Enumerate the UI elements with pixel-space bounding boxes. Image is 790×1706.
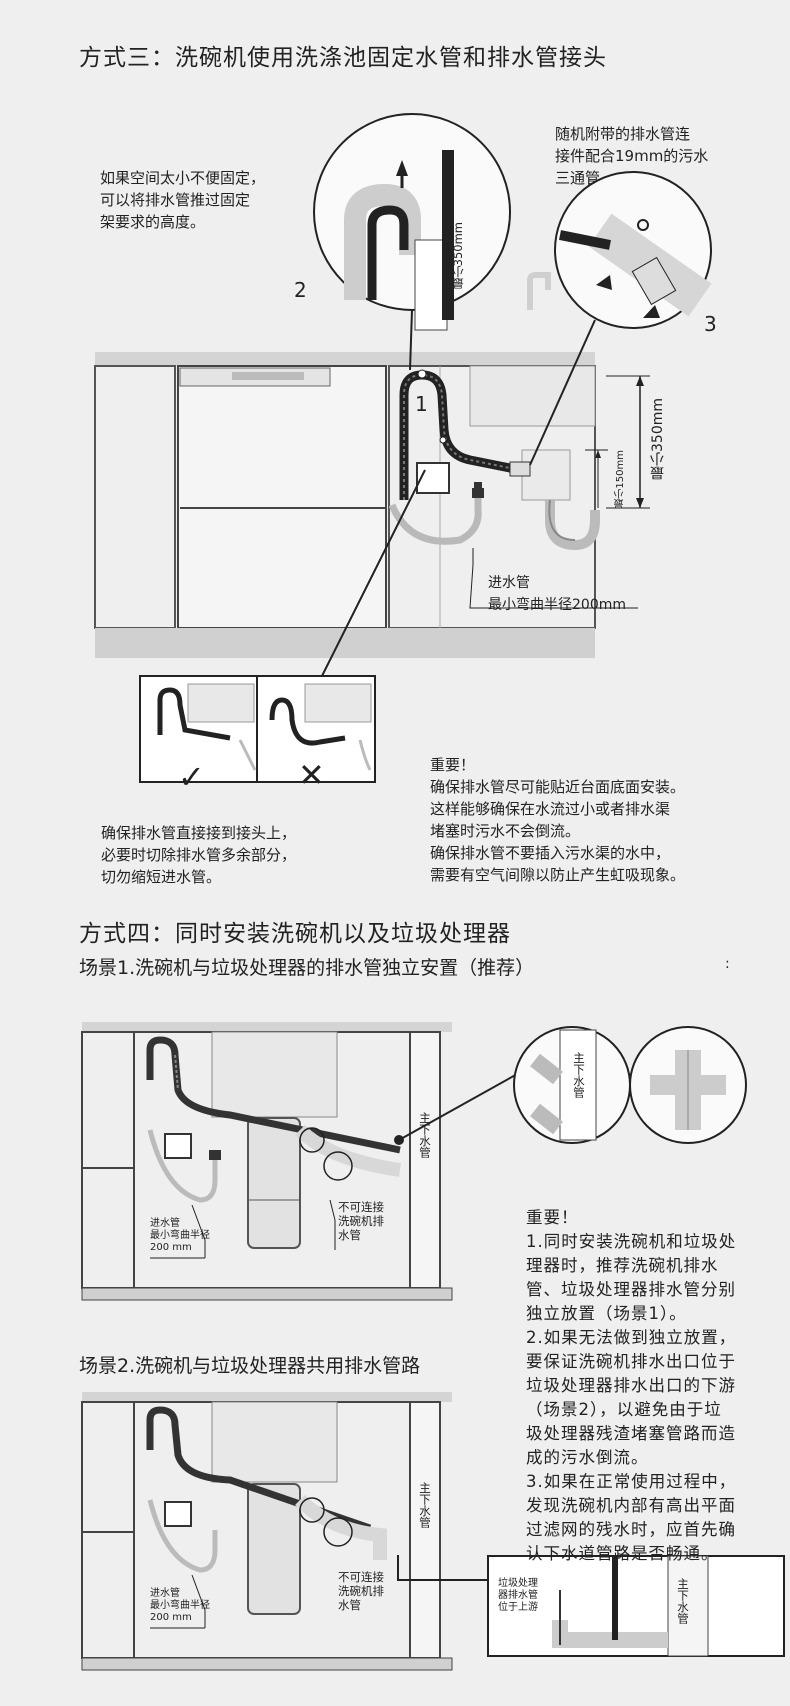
inlet-label-scene1: 进水管 最小弯曲半径 200 mm: [150, 1218, 210, 1253]
note-line: 接件配合19mm的污水: [555, 147, 709, 165]
dim-150: 最小150mm: [615, 450, 626, 509]
note-line: 架要求的高度。: [100, 213, 206, 231]
section3-title: 方式三：洗碗机使用洗涤池固定水管和排水管接头: [79, 45, 607, 71]
note-hose-direct: 确保排水管直接接到接头上， 必要时切除排水管多余部分， 切勿缩短进水管。: [101, 824, 297, 886]
main-drain-label-inset: 主下水管: [676, 1578, 690, 1624]
main-drain-label-scene1: 主下水管: [418, 1112, 432, 1158]
wall-box: [416, 462, 450, 494]
check-icon: ✓: [178, 758, 205, 796]
important-box-2: 重要！ 1.同时安装洗碗机和垃圾处 理器时，推荐洗碗机排水 管、垃圾处理器排水管…: [526, 1206, 778, 1566]
faucet: [527, 272, 551, 310]
inlet-hose: [388, 495, 482, 545]
not-connect-scene2: 不可连接 洗碗机排 水管: [338, 1570, 384, 1612]
scene2-diagram: [81, 1392, 488, 1671]
left-cabinet: [94, 365, 176, 629]
note-line: 如果空间太小不便固定，: [100, 169, 266, 187]
inset-upstream-label: 垃圾处理 器排水管 位于上游: [498, 1578, 538, 1613]
dishwasher-handle: [232, 372, 304, 380]
important-title: 重要！: [526, 1208, 579, 1227]
floor: [95, 628, 595, 658]
section4-title: 方式四：同时安装洗碗机以及垃圾处理器: [79, 921, 511, 947]
scene1-diagram: [81, 1022, 529, 1301]
callout-1: 1: [415, 392, 428, 416]
note-space-small: 如果空间太小不便固定， 可以将排水管推过固定 架要求的高度。: [100, 167, 265, 233]
main-drain-label-scene2: 主下水管: [418, 1482, 432, 1528]
note-line: 随机附带的排水管连: [555, 125, 691, 143]
inlet-hose-label: 进水管 最小弯曲半径200mm: [488, 575, 626, 613]
dim-350-circle: 最小350mm: [451, 222, 465, 290]
inlet-label-scene2: 进水管 最小弯曲半径 200 mm: [150, 1588, 210, 1623]
dim-350-side: 最小350mm: [650, 398, 666, 480]
main-drain-label-circle: 主下水管: [572, 1052, 586, 1098]
sink-installation-diagram: [94, 113, 712, 783]
cross-icon: ✕: [298, 756, 325, 794]
not-connect-scene1: 不可连接 洗碗机排 水管: [338, 1200, 384, 1242]
dishwasher-body: [177, 365, 387, 629]
callout-3: 3: [704, 312, 717, 336]
callout-2: 2: [294, 278, 307, 302]
countertop: [95, 352, 595, 366]
drain-tail: [521, 449, 571, 501]
scene2-title: 场景2.洗碗机与垃圾处理器共用排水管路: [79, 1355, 421, 1377]
p-trap: [545, 500, 600, 551]
sink-bowl: [469, 365, 596, 427]
important-title: 重要！: [430, 756, 476, 774]
scene1-title: 场景1.洗碗机与垃圾处理器的排水管独立安置（推荐）: [79, 957, 535, 979]
stray-mark: :: [725, 956, 730, 972]
note-line: 可以将排水管推过固定: [100, 191, 251, 209]
important-box-1: 重要！ 确保排水管尽可能贴近台面底面安装。 这样能够确保在水流过小或者排水渠 堵…: [430, 756, 686, 884]
detail-circle-wye: [629, 1026, 747, 1144]
